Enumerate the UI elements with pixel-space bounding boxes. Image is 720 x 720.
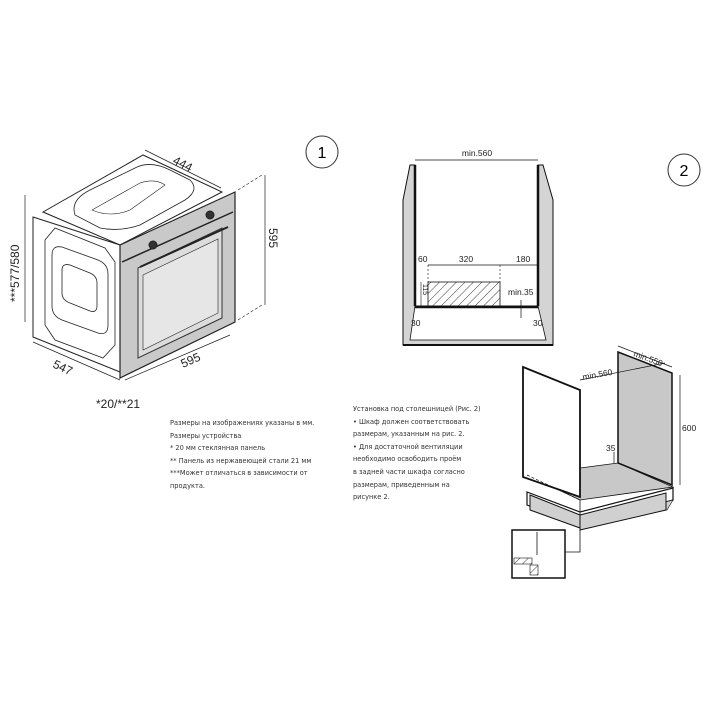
note-line: ***Может отличаться в зависимости от bbox=[170, 469, 308, 478]
figure-1-marker: 1 bbox=[305, 135, 339, 169]
oven-drawing bbox=[24, 149, 266, 381]
dim-cabinet-gap: 35 bbox=[606, 443, 616, 453]
dim-cabinet-height: 600 bbox=[682, 423, 696, 433]
note-line: Размеры на изображениях указаны в мм. bbox=[170, 419, 315, 427]
figure-1-notes: Размеры на изображениях указаны в мм. Ра… bbox=[170, 417, 314, 493]
note-line: Размеры устройства bbox=[170, 431, 242, 440]
dim-width-front: 595 bbox=[179, 350, 203, 371]
cabinet-top-view bbox=[402, 159, 554, 346]
cabinet-perspective bbox=[511, 345, 681, 579]
figure-2-number: 2 bbox=[680, 163, 689, 180]
figure-1-number: 1 bbox=[318, 145, 327, 162]
note-line: • Шкаф должен соответствовать bbox=[353, 417, 470, 426]
figure-2-notes: Установка под столешницей (Рис. 2) • Шка… bbox=[353, 403, 481, 504]
figure-2-marker: 2 bbox=[667, 153, 701, 187]
dim-height-left: ***577/580 bbox=[8, 244, 22, 302]
dim-depth-bottom: 547 bbox=[51, 357, 75, 378]
dim-right-wall: 30 bbox=[533, 318, 543, 328]
note-line: ** Панель из нержавеющей стали 21 мм bbox=[170, 456, 312, 465]
note-line: в задней части шкафа согласно bbox=[353, 467, 465, 476]
dim-right-gap: 180 bbox=[516, 254, 530, 264]
note-line: * 20 мм стеклянная панель bbox=[170, 444, 266, 453]
dim-left-wall: 30 bbox=[411, 318, 421, 328]
dim-min-35: min.35 bbox=[508, 287, 534, 297]
note-line: • Для достаточной вентиляции bbox=[353, 442, 463, 451]
dim-left-gap: 60 bbox=[418, 254, 428, 264]
note-line: размерам, указанным на рис. 2. bbox=[353, 430, 465, 439]
dim-panel-thickness: *20/**21 bbox=[96, 397, 140, 411]
dim-opening-height: 115 bbox=[421, 284, 428, 295]
note-line: продукта. bbox=[170, 481, 205, 490]
dim-height-right: 595 bbox=[266, 228, 280, 248]
dim-cabinet-width: min.560 bbox=[582, 367, 614, 382]
dim-opening: 320 bbox=[459, 254, 473, 264]
note-line: необходимо освободить проём bbox=[353, 455, 462, 464]
note-line: рисунке 2. bbox=[353, 493, 390, 502]
dim-min-560-top: min.560 bbox=[462, 148, 493, 158]
note-line: размерам, приведенным на bbox=[353, 480, 450, 489]
note-line: Установка под столешницей (Рис. 2) bbox=[353, 405, 481, 413]
